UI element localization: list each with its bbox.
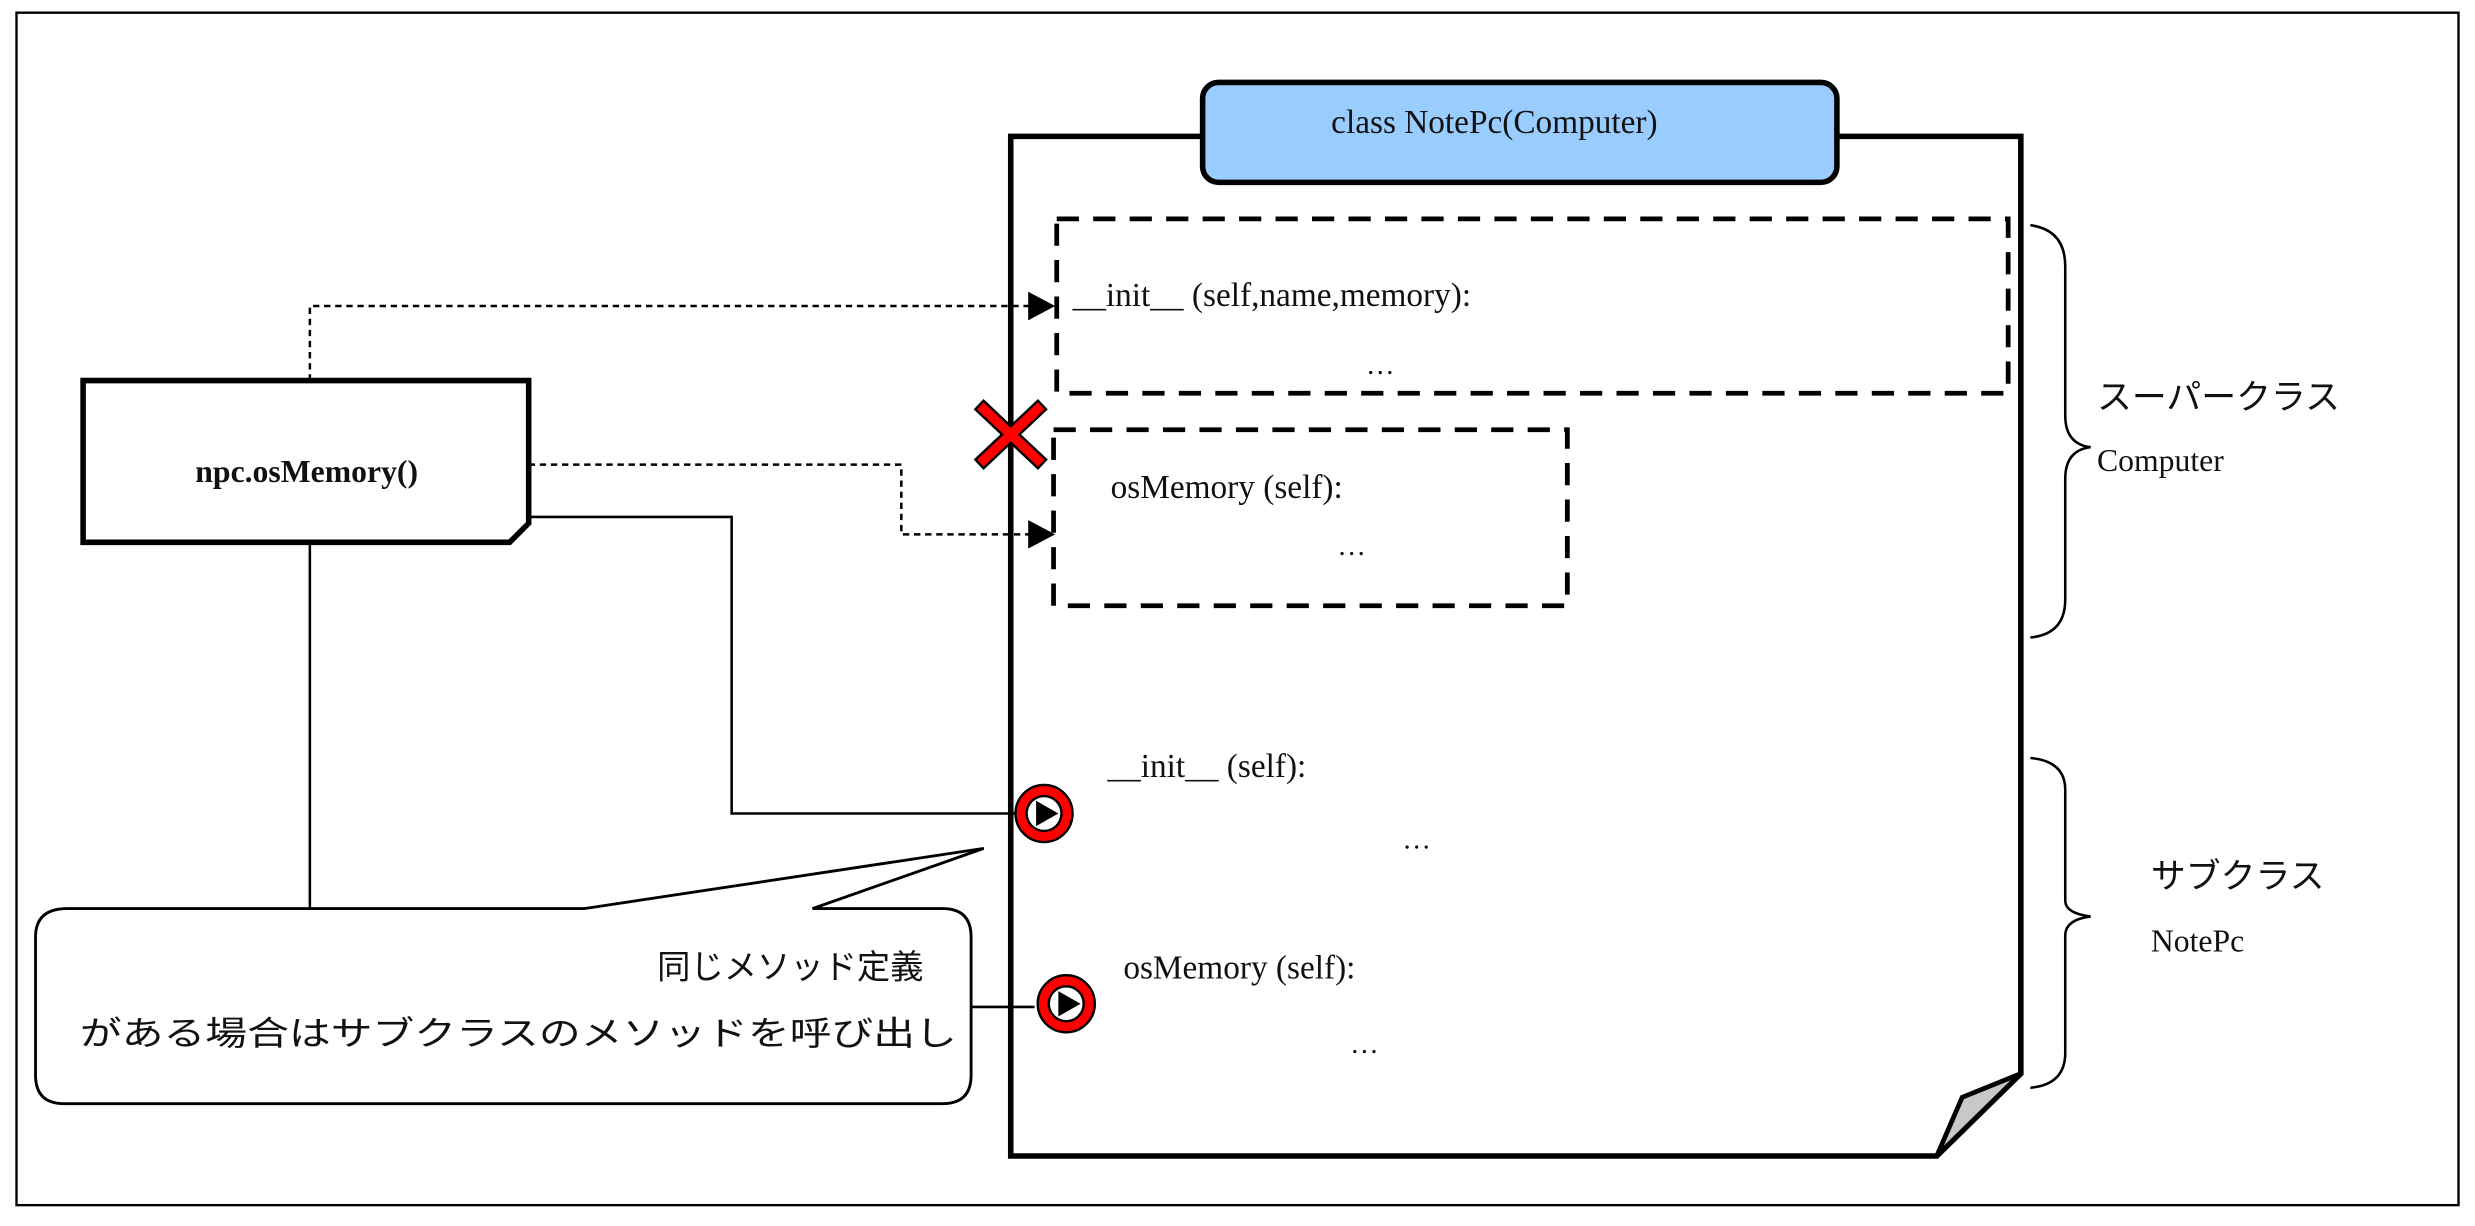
caller-box <box>80 377 532 546</box>
caller-label: npc.osMemory() <box>195 454 418 489</box>
call-path-super-osmemory <box>528 463 1048 536</box>
superclass-brace <box>2030 223 2091 639</box>
superclass-label-jp: スーパークラス <box>2097 378 2340 418</box>
superclass-label-en: Computer <box>2097 443 2224 478</box>
callout-bubble <box>34 846 985 1106</box>
call-path-sub-init <box>528 515 1016 815</box>
class-header-tab <box>1199 79 1840 186</box>
arrow-super-init-icon <box>1028 291 1056 321</box>
subclass-label-en: NotePc <box>2151 923 2244 958</box>
super-init-body: … <box>1366 350 1395 381</box>
page-fold-icon <box>1934 1071 2023 1158</box>
subclass-brace <box>2030 756 2091 1090</box>
sub-osmemory-signature: osMemory (self): <box>1123 949 1355 986</box>
callout-line-3: ・・・ <box>80 1071 166 1104</box>
super-init-box <box>1054 216 2011 396</box>
called-sub-init-icon <box>1014 783 1074 844</box>
class-header-label: class NotePc(Computer) <box>1331 104 1657 141</box>
callout-line-1: 同じメソッド定義 <box>657 947 923 986</box>
super-osmemory-body: … <box>1337 531 1366 562</box>
super-osmemory-signature: osMemory (self): <box>1111 469 1343 506</box>
called-sub-osmemory-icon <box>1036 974 1096 1034</box>
super-init-signature: __init__ (self,name,memory): <box>1072 277 1472 314</box>
subclass-label-jp: サブクラス <box>2151 857 2325 897</box>
call-path-super-init <box>308 304 1048 381</box>
sub-osmemory-body: … <box>1350 1029 1379 1060</box>
blocked-x-icon <box>973 399 1048 470</box>
sub-init-body: … <box>1402 824 1431 855</box>
sub-init-signature: __init__ (self): <box>1106 748 1306 785</box>
arrow-super-osmemory-icon <box>1028 520 1056 549</box>
super-osmemory-box <box>1051 427 1570 609</box>
callout-line-2: がある場合はサブクラスのメソッドを呼び出し <box>80 1014 957 1053</box>
